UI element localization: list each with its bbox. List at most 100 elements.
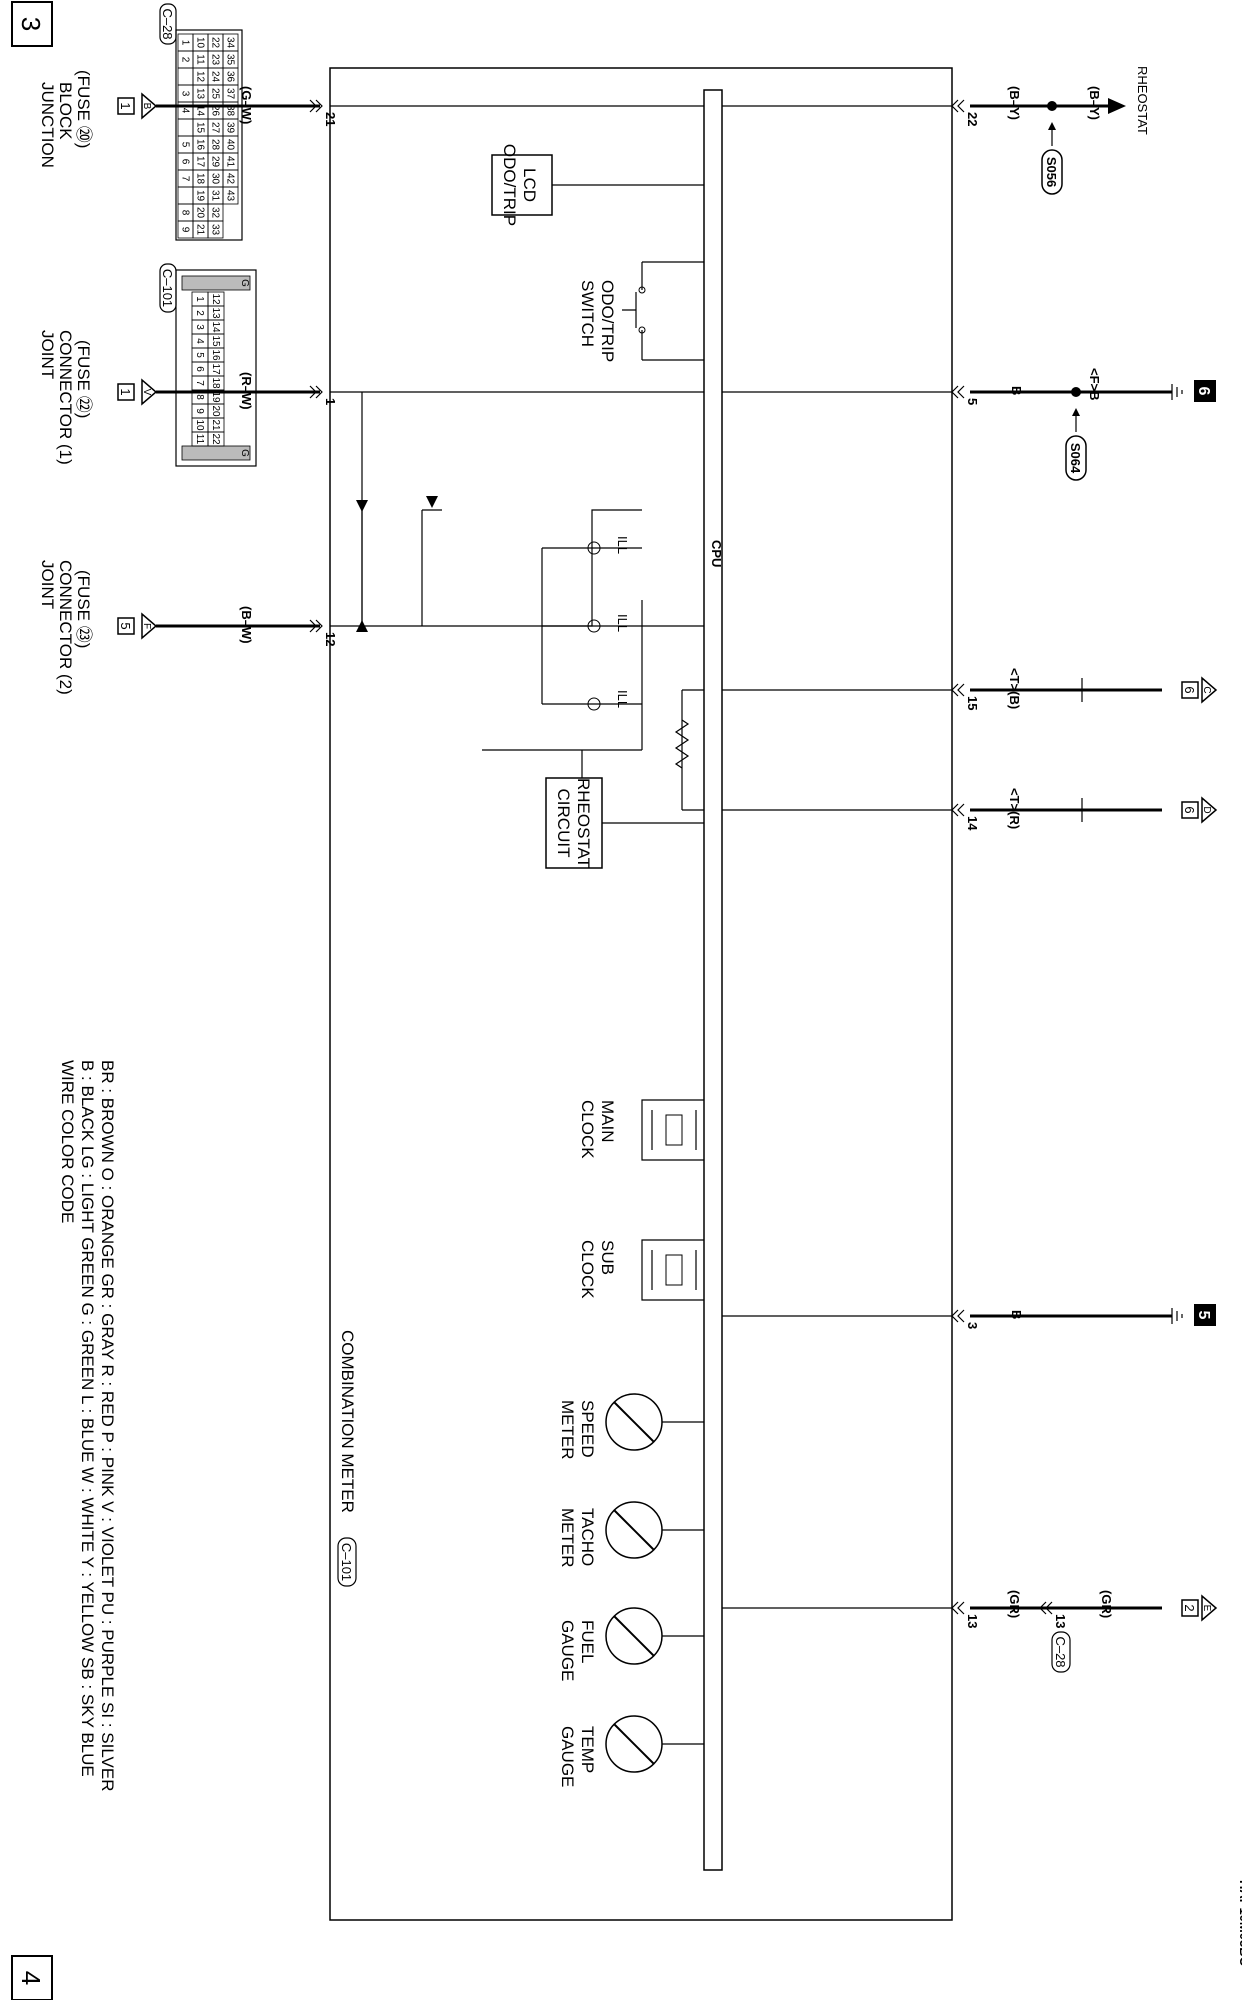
svg-text:E: E bbox=[1201, 1605, 1212, 1612]
connector-pin-number: 17 bbox=[195, 156, 206, 168]
connector-chevron bbox=[951, 1309, 965, 1323]
svg-text:1: 1 bbox=[118, 102, 133, 109]
svg-text:TEMP: TEMP bbox=[578, 1726, 597, 1773]
wire-pin15: <T>(B) 6 C bbox=[970, 668, 1218, 709]
svg-text:D: D bbox=[1201, 806, 1212, 813]
svg-text:C–101: C–101 bbox=[160, 269, 175, 307]
svg-text:(GR): (GR) bbox=[1007, 1590, 1022, 1618]
connector-chevron bbox=[951, 1601, 965, 1615]
svg-text:F: F bbox=[141, 623, 152, 629]
connector-cavity bbox=[177, 67, 194, 86]
svg-text:ILL: ILL bbox=[615, 536, 630, 554]
odo-trip-switch: ODO/TRIP SWITCH bbox=[578, 261, 704, 362]
connector-pin-number: 10 bbox=[194, 419, 205, 431]
connector-pin-number: 8 bbox=[194, 394, 205, 400]
connector-pin-number: 2 bbox=[194, 310, 205, 316]
connector-chevron bbox=[951, 385, 965, 399]
connector-pin-number: 15 bbox=[195, 122, 206, 134]
connector-pin-number: 14 bbox=[210, 321, 221, 333]
connector-pin-number: 38 bbox=[225, 105, 236, 117]
svg-text:6: 6 bbox=[1182, 806, 1197, 813]
connector-chevron bbox=[951, 99, 965, 113]
connector-pin-number: 3 bbox=[194, 324, 205, 330]
connector-pin-number: 13 bbox=[195, 88, 206, 100]
connector-pin-number: 10 bbox=[195, 37, 206, 49]
svg-text:B: B bbox=[1009, 386, 1024, 395]
svg-text:GAUGE: GAUGE bbox=[558, 1620, 577, 1681]
connector-pin-number: 34 bbox=[225, 37, 236, 49]
svg-text:3: 3 bbox=[16, 17, 46, 31]
svg-text:(FUSE ㉒): (FUSE ㉒) bbox=[74, 340, 93, 418]
svg-text:SWITCH: SWITCH bbox=[578, 280, 597, 347]
svg-text:RHEOSTAT: RHEOSTAT bbox=[1135, 66, 1150, 135]
illumination-network: ILL ILL ILL bbox=[356, 392, 643, 751]
connector-pin-number: 21 bbox=[210, 419, 221, 431]
svg-text:ODO/TRIP: ODO/TRIP bbox=[598, 280, 617, 362]
resistor bbox=[674, 689, 704, 811]
wire-label-g-w: (G–W) bbox=[239, 86, 254, 124]
connector-pin-number: 19 bbox=[195, 190, 206, 202]
pin-13: 13 bbox=[965, 1614, 980, 1628]
connector-pin-number: 21 bbox=[195, 224, 206, 236]
connector-chevron bbox=[309, 99, 323, 113]
connector-pin-number: 18 bbox=[195, 173, 206, 185]
temp-gauge: TEMP GAUGE bbox=[558, 1715, 704, 1787]
cpu-bus bbox=[703, 89, 723, 1871]
connector-pin-number: 18 bbox=[210, 377, 221, 389]
svg-text:TACHO: TACHO bbox=[578, 1508, 597, 1566]
svg-text:(GR): (GR) bbox=[1099, 1590, 1114, 1618]
connector-pin-number: 5 bbox=[180, 142, 191, 148]
svg-text:ILL: ILL bbox=[615, 614, 630, 632]
connector-c28: C–28 12345678910111213141516171819202122… bbox=[159, 3, 243, 241]
combination-meter-box bbox=[329, 67, 953, 1921]
svg-text:B: B bbox=[1009, 1310, 1024, 1319]
connector-pin-number: 7 bbox=[180, 176, 191, 182]
wire-pin22-rheostat: (B–Y) (B–Y) RHEOSTAT S056 bbox=[970, 66, 1150, 195]
connector-pin-number: 9 bbox=[180, 227, 191, 233]
svg-text:C–101: C–101 bbox=[339, 1543, 354, 1581]
svg-text:<T>(B): <T>(B) bbox=[1007, 668, 1022, 709]
connector-pin-number: 11 bbox=[194, 434, 205, 445]
pin-14: 14 bbox=[965, 816, 980, 831]
connector-pin-number: 4 bbox=[194, 338, 205, 344]
connector-c101: C–101 G G 123456789101112131415161718192… bbox=[159, 263, 257, 467]
svg-text:B : BLACK LG : LIGHT GREEN: B : BLACK LG : LIGHT GREEN G : GREEN L :… bbox=[78, 1060, 97, 1777]
pin-5: 5 bbox=[965, 398, 980, 405]
connector-pin-number: 42 bbox=[225, 173, 236, 185]
connector-pin-number: 27 bbox=[210, 122, 221, 134]
connector-cavity bbox=[177, 186, 194, 205]
connector-chevron bbox=[951, 683, 965, 697]
joint-connector-1-connector: 1 V bbox=[117, 378, 158, 406]
connector-pin-number: 37 bbox=[225, 88, 236, 100]
connector-pin-number: 35 bbox=[225, 54, 236, 66]
svg-text:G: G bbox=[239, 279, 250, 287]
svg-text:CONNECTOR (2): CONNECTOR (2) bbox=[56, 560, 75, 695]
connector-pin-number: 40 bbox=[225, 139, 236, 151]
connector-pin-number: 2 bbox=[180, 57, 191, 63]
connector-pin-number: 6 bbox=[180, 159, 191, 165]
connector-pin-number: 25 bbox=[210, 88, 221, 100]
svg-text:CONNECTOR (1): CONNECTOR (1) bbox=[56, 330, 75, 465]
svg-text:GAUGE: GAUGE bbox=[558, 1726, 577, 1787]
pin-3: 3 bbox=[965, 1322, 980, 1329]
connector-pin-number: 39 bbox=[225, 122, 236, 134]
svg-text:B: B bbox=[141, 103, 152, 110]
connector-cavity bbox=[177, 118, 194, 137]
svg-text:FUEL: FUEL bbox=[578, 1620, 597, 1663]
svg-text:MAIN: MAIN bbox=[598, 1100, 617, 1143]
lcd-odo-trip: LCD ODO/TRIP bbox=[491, 144, 704, 226]
svg-text:ODO/TRIP: ODO/TRIP bbox=[500, 144, 519, 226]
connector-pin-number: 3 bbox=[180, 91, 191, 97]
svg-text:METER: METER bbox=[558, 1508, 577, 1568]
svg-text:(FUSE ㉓): (FUSE ㉓) bbox=[74, 570, 93, 648]
svg-text:6: 6 bbox=[1182, 686, 1197, 693]
pin-22: 22 bbox=[965, 112, 980, 126]
connector-pin-number: 14 bbox=[195, 105, 206, 117]
connector-pin-number: 11 bbox=[195, 54, 206, 65]
svg-text:ILL: ILL bbox=[615, 690, 630, 708]
connector-pin-number: 30 bbox=[210, 173, 221, 185]
joint-connector-1-label: JOINT CONNECTOR (1) (FUSE ㉒) bbox=[38, 330, 93, 465]
svg-text:(FUSE ⑳): (FUSE ⑳) bbox=[74, 70, 93, 148]
svg-text:C–28: C–28 bbox=[160, 8, 175, 39]
